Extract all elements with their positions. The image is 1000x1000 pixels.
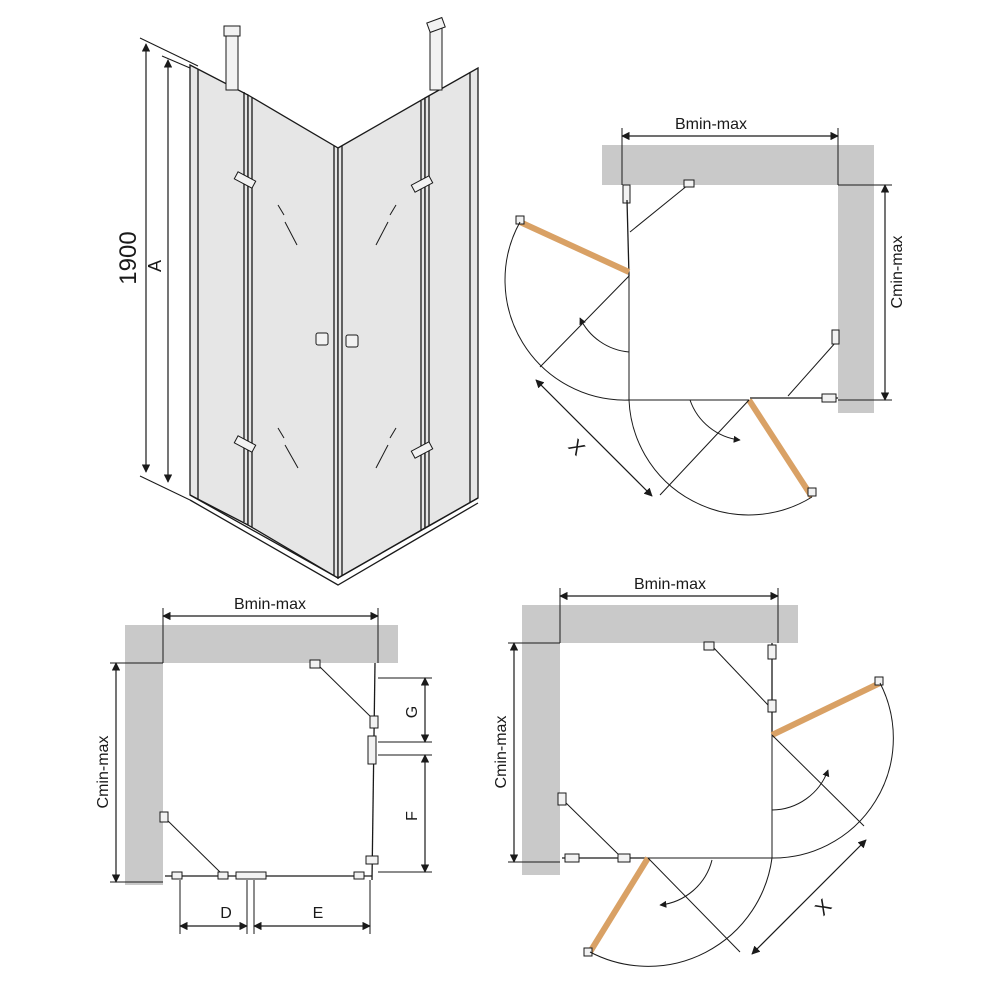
glass-reflection-marks	[277, 204, 397, 469]
left-fixed-panel	[189, 63, 249, 527]
back-wall	[522, 605, 798, 643]
left-stabilizer-bar	[225, 31, 239, 91]
stabilizer-bar	[629, 184, 689, 233]
door-knob-icon	[315, 332, 359, 348]
hinge-icon	[233, 171, 434, 459]
plan-bottom-left: Bmin-max Cmin-max G F D	[95, 596, 432, 934]
plan-bottom-right: Bmin-max Cmin-max X	[493, 576, 894, 967]
perspective-view: 1900 A	[115, 16, 479, 586]
bottom-door-leaf	[746, 398, 815, 499]
back-wall	[125, 625, 398, 663]
g-label: G	[404, 706, 421, 718]
side-wall	[522, 605, 560, 875]
left-ceiling-bracket	[223, 25, 241, 37]
swing-arc	[504, 221, 813, 516]
left-fixed-panel	[626, 199, 630, 277]
side-wall	[838, 145, 874, 413]
opening-label: X	[811, 895, 836, 920]
side-wall	[125, 625, 163, 885]
depth-label: Cmin-max	[95, 736, 112, 809]
height-value-label: 1900	[115, 231, 142, 284]
swing-arc	[589, 682, 894, 967]
swing-arrow-left	[579, 317, 630, 353]
front-door-leaf	[587, 856, 651, 954]
width-label: Bmin-max	[634, 576, 706, 593]
swing-arrow-bottom	[689, 399, 741, 443]
right-ceiling-bracket	[426, 16, 446, 34]
opening-label: X	[564, 435, 589, 460]
swing-arrow-right	[771, 769, 830, 811]
bottom-profile	[189, 499, 479, 586]
e-label: E	[313, 905, 324, 922]
width-label: Bmin-max	[234, 596, 306, 613]
opening-dimension	[535, 379, 653, 497]
d-label: D	[220, 905, 232, 922]
depth-label: Cmin-max	[889, 236, 906, 309]
right-stabilizer-bar	[429, 27, 443, 91]
f-label: F	[404, 811, 421, 821]
width-label: Bmin-max	[675, 116, 747, 133]
right-door-leaf	[770, 680, 882, 738]
left-door-leaf	[518, 219, 631, 275]
opening-dimension	[751, 839, 867, 955]
back-wall	[602, 145, 874, 185]
right-panel	[371, 662, 376, 881]
swing-arrow-front	[659, 859, 713, 908]
depth-label: Cmin-max	[493, 716, 510, 789]
plan-top-right: Bmin-max Cmin-max X	[504, 116, 906, 516]
height-a-label: A	[145, 260, 165, 272]
